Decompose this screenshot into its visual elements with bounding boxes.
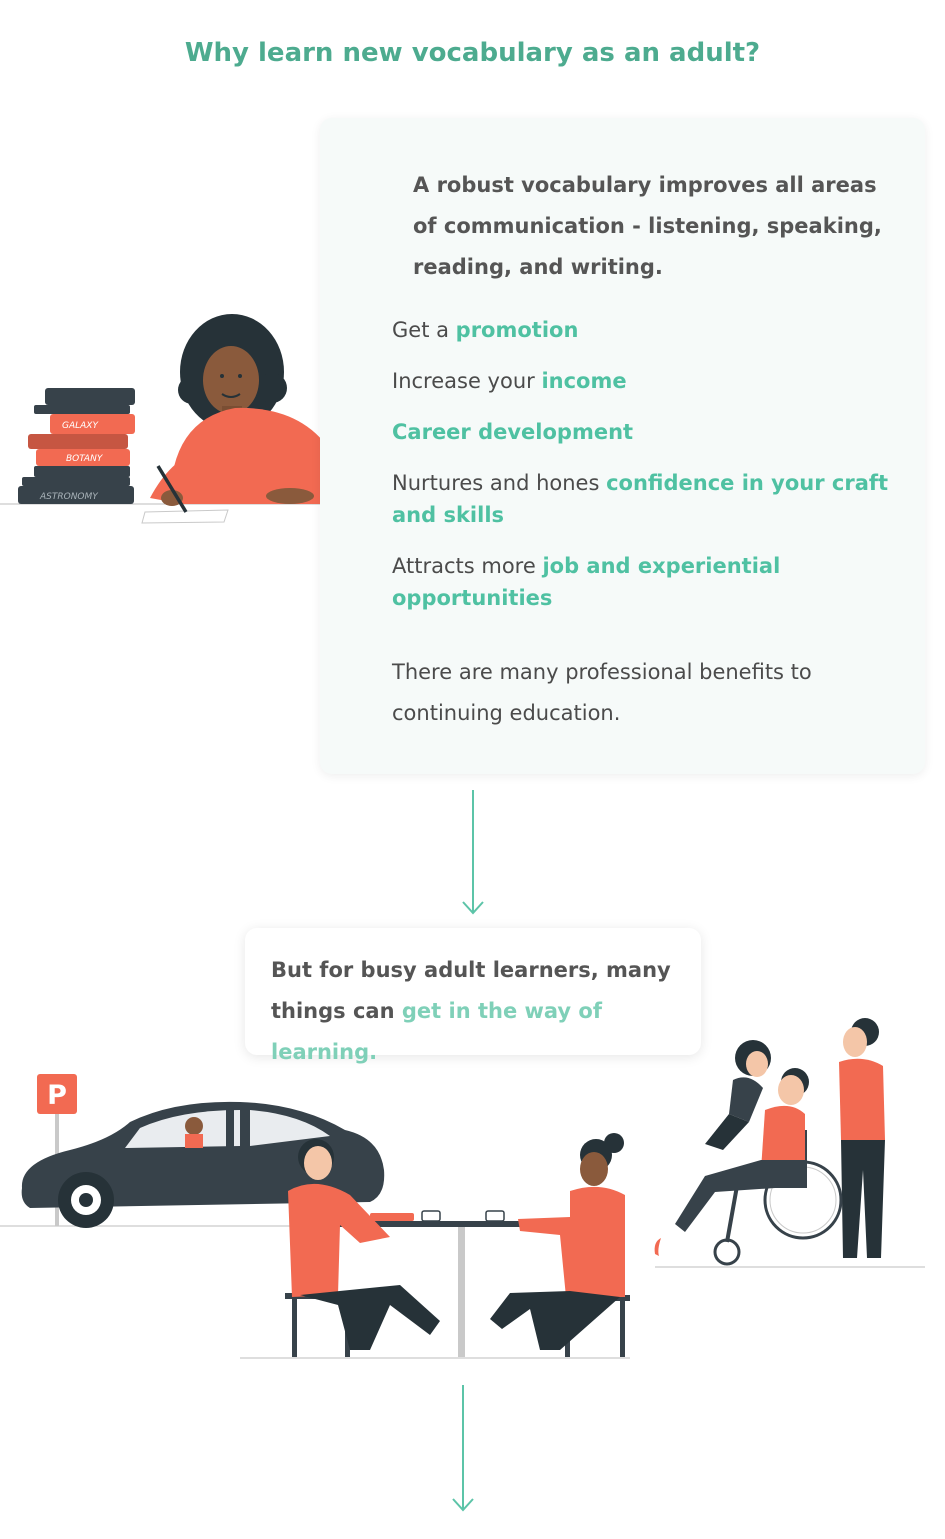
- benefit-highlight: job and experiential opportunities: [392, 554, 781, 610]
- card-closing-text: There are many professional benefits to …: [392, 660, 812, 725]
- book-galaxy-label: GALAXY: [62, 421, 99, 431]
- parking-sign-label: P: [47, 1080, 67, 1111]
- cafe-table-illustration: [240, 1133, 630, 1359]
- obstacles-card: But for busy adult learners, many things…: [245, 928, 701, 1064]
- benefit-item: Get a promotion: [392, 314, 892, 346]
- benefit-text: Get a: [392, 318, 456, 342]
- benefit-item: Attracts more job and experiential oppor…: [392, 550, 892, 614]
- down-arrow-icon: [462, 790, 484, 915]
- down-arrow-icon: [452, 1385, 474, 1512]
- obstacles-text: But for busy adult learners, many things…: [271, 950, 691, 1073]
- page-title: Why learn new vocabulary as an adult?: [184, 38, 761, 68]
- benefit-item: Increase your income: [392, 365, 892, 397]
- benefit-highlight: income: [541, 369, 627, 393]
- benefit-text: Attracts more: [392, 554, 543, 578]
- benefit-text: Nurtures and hones: [392, 471, 607, 495]
- benefit-highlight: promotion: [455, 318, 579, 342]
- card-intro-text: A robust vocabulary improves all areas o…: [413, 173, 882, 279]
- family-wheelchair-illustration: [654, 1018, 925, 1268]
- benefit-text: Increase your: [392, 369, 542, 393]
- obstacles-plain: But for busy adult learners, many things…: [271, 958, 671, 1023]
- obstacles-highlight: get in the way of learning.: [271, 999, 602, 1064]
- benefits-list: Get a promotion Increase your income Car…: [392, 314, 892, 633]
- parking-sign-icon: P: [37, 1074, 77, 1114]
- benefit-item: Career development: [392, 416, 892, 448]
- benefit-item: Nurtures and hones confidence in your cr…: [392, 467, 892, 531]
- woman-studying-illustration: GALAXY BOTANY ASTRONOMY: [0, 314, 376, 524]
- benefit-highlight: confidence in your craft and skills: [392, 471, 889, 527]
- car-parking-illustration: P: [0, 1074, 385, 1228]
- benefits-card: A robust vocabulary improves all areas o…: [320, 118, 925, 774]
- book-astronomy-label: ASTRONOMY: [39, 492, 99, 502]
- benefit-highlight: Career development: [392, 420, 634, 444]
- book-botany-label: BOTANY: [66, 454, 104, 464]
